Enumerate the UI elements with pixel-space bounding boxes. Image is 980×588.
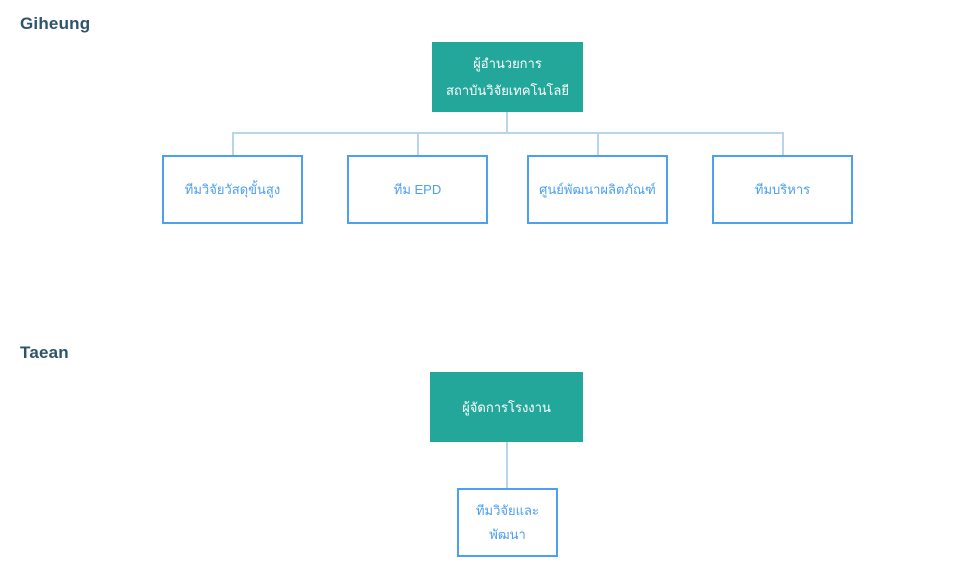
section-label-giheung: Giheung bbox=[20, 14, 91, 33]
node-factory-manager: ผู้จัดการโรงงาน bbox=[430, 372, 583, 442]
node-label-line: ทีม EPD bbox=[393, 181, 442, 197]
node-director-technology-research-institute: ผู้อำนวยการ สถาบันวิจัยเทคโนโลยี bbox=[432, 42, 583, 112]
node-epd-team: ทีม EPD bbox=[347, 155, 488, 224]
node-label-line: ศูนย์พัฒนาผลิตภัณฑ์ bbox=[539, 181, 656, 197]
connector-stub-2 bbox=[417, 132, 419, 155]
node-advanced-materials-research-team: ทีมวิจัยวัสดุขั้นสูง bbox=[162, 155, 303, 224]
node-label-line: ผู้จัดการโรงงาน bbox=[462, 399, 551, 415]
connector-stub-4 bbox=[782, 132, 784, 155]
section-label-taean: Taean bbox=[20, 343, 69, 362]
node-label-line: ผู้อำนวยการ bbox=[473, 56, 542, 71]
node-label-line: ทีมวิจัยวัสดุขั้นสูง bbox=[184, 181, 281, 197]
connector-root-drop bbox=[506, 112, 508, 133]
node-label-line: พัฒนา bbox=[489, 526, 526, 542]
connector-stub-1 bbox=[232, 132, 234, 155]
node-label-line: ทีมบริหาร bbox=[754, 181, 811, 197]
connector-horizontal-bar bbox=[232, 132, 784, 134]
node-label-line: สถาบันวิจัยเทคโนโลยี bbox=[446, 83, 569, 98]
connector-taean-drop bbox=[506, 442, 508, 488]
node-product-development-center: ศูนย์พัฒนาผลิตภัณฑ์ bbox=[527, 155, 668, 224]
node-administration-team: ทีมบริหาร bbox=[712, 155, 853, 224]
node-label-line: ทีมวิจัยและ bbox=[475, 502, 539, 518]
node-research-and-development-team: ทีมวิจัยและ พัฒนา bbox=[457, 488, 558, 557]
connector-stub-3 bbox=[597, 132, 599, 155]
